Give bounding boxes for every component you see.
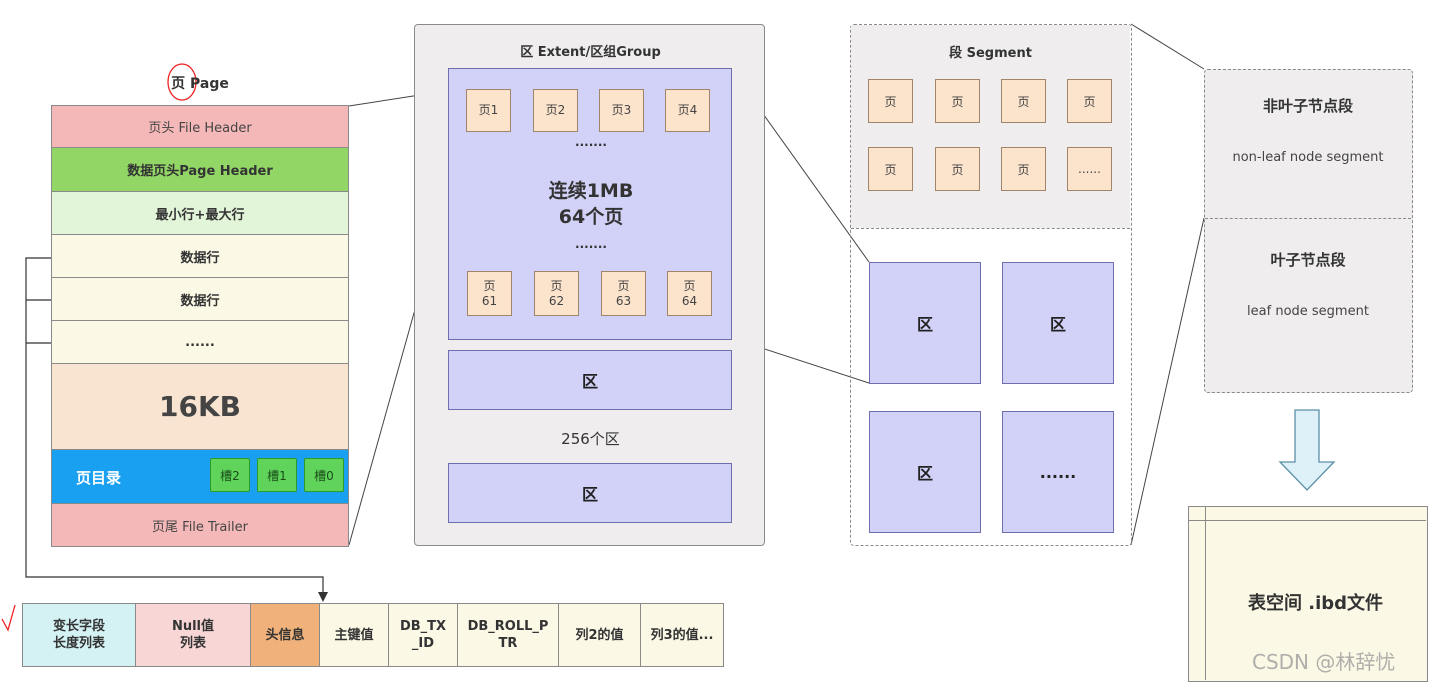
segment-page: 页 — [1067, 79, 1112, 123]
column-2-value: 列2的值 — [558, 603, 641, 667]
page-61: 页 61 — [467, 271, 512, 316]
segment-page: 页 — [1001, 147, 1046, 191]
page-64: 页 64 — [667, 271, 712, 316]
segment-page-ellipsis: ...... — [1067, 147, 1112, 191]
segment-types-panel: 非叶子节点段 non-leaf node segment 叶子节点段 leaf … — [1204, 69, 1413, 393]
page-structure: 页头 File Header 数据页头Page Header 最小行+最大行 数… — [51, 105, 349, 547]
variable-length-list: 变长字段 长度列表 — [22, 603, 136, 667]
page-3: 页3 — [599, 89, 644, 132]
null-list: Null值 列表 — [135, 603, 251, 667]
segment-pages-area: 段 Segment 页 页 页 页 页 页 页 ...... — [851, 25, 1130, 228]
segment-page: 页 — [1001, 79, 1046, 123]
tablespace-side-line — [1205, 507, 1206, 680]
segment-extent-ellipsis: ...... — [1002, 411, 1114, 533]
page-title: 页 Page — [171, 76, 229, 92]
segment-page: 页 — [935, 147, 980, 191]
data-row: 数据行 — [51, 235, 349, 278]
segment-extent: 区 — [869, 262, 981, 384]
extent-box: 区 — [448, 350, 732, 410]
page-4: 页4 — [665, 89, 710, 132]
extent-box: 区 — [448, 463, 732, 523]
segment-extent: 区 — [1002, 262, 1114, 384]
tablespace-header-line — [1189, 520, 1426, 521]
page-1: 页1 — [466, 89, 511, 132]
page-2: 页2 — [533, 89, 578, 132]
segment-types-divider — [1205, 218, 1411, 219]
page-count-label: 64个页 — [558, 205, 624, 228]
leaf-segment-subtitle: leaf node segment — [1247, 303, 1369, 319]
page-size-label: 16KB — [51, 364, 349, 450]
extent-panel-title: 区 Extent/区组Group — [520, 44, 661, 60]
page-63: 页 63 — [601, 271, 646, 316]
segment-extent: 区 — [869, 411, 981, 533]
slot-2: 槽2 — [210, 458, 250, 492]
page-header: 数据页头Page Header — [51, 148, 349, 192]
page-directory-label: 页目录 — [76, 469, 122, 487]
page-directory: 页目录 槽2 槽1 槽0 — [51, 450, 349, 504]
row-format: 变长字段 长度列表 Null值 列表 头信息 主键值 DB_TX _ID DB_… — [22, 603, 724, 667]
segment-page: 页 — [868, 79, 913, 123]
segment-title: 段 Segment — [949, 45, 1032, 61]
primary-key-value: 主键值 — [319, 603, 389, 667]
segment-divider — [851, 228, 1130, 229]
file-trailer: 页尾 File Trailer — [51, 504, 349, 547]
slot-0: 槽0 — [304, 458, 344, 492]
segment-page: 页 — [868, 147, 913, 191]
record-header: 头信息 — [250, 603, 320, 667]
tablespace-file: 表空间 .ibd文件 — [1188, 506, 1428, 682]
file-header: 页头 File Header — [51, 105, 349, 148]
non-leaf-segment-subtitle: non-leaf node segment — [1232, 149, 1384, 165]
extent-detail: 页1 页2 页3 页4 ······· 连续1MB 64个页 ······· 页… — [448, 68, 732, 340]
contiguous-label: 连续1MB — [548, 179, 634, 202]
leaf-segment-title: 叶子节点段 — [1270, 250, 1346, 269]
pages-ellipsis-bottom: ······· — [575, 240, 607, 254]
pages-ellipsis-top: ······· — [575, 138, 607, 152]
non-leaf-segment-title: 非叶子节点段 — [1262, 96, 1353, 115]
db-tx-id: DB_TX _ID — [388, 603, 458, 667]
slot-1: 槽1 — [257, 458, 297, 492]
segment-page: 页 — [935, 79, 980, 123]
segment-panel: 段 Segment 页 页 页 页 页 页 页 ...... 区 区 区 ...… — [850, 24, 1132, 546]
extent-panel: 区 Extent/区组Group 页1 页2 页3 页4 ······· 连续1… — [414, 24, 765, 546]
watermark: CSDN @林辞忧 — [1252, 650, 1396, 674]
rows-ellipsis: ...... — [51, 321, 349, 364]
infimum-supremum-row: 最小行+最大行 — [51, 192, 349, 235]
data-row: 数据行 — [51, 278, 349, 321]
extent-count-label: 256个区 — [561, 429, 620, 448]
db-roll-ptr: DB_ROLL_P TR — [457, 603, 559, 667]
down-arrow-icon — [1278, 409, 1336, 491]
column-3-value: 列3的值... — [640, 603, 724, 667]
tablespace-label: 表空间 .ibd文件 — [1247, 593, 1384, 614]
page-62: 页 62 — [534, 271, 579, 316]
